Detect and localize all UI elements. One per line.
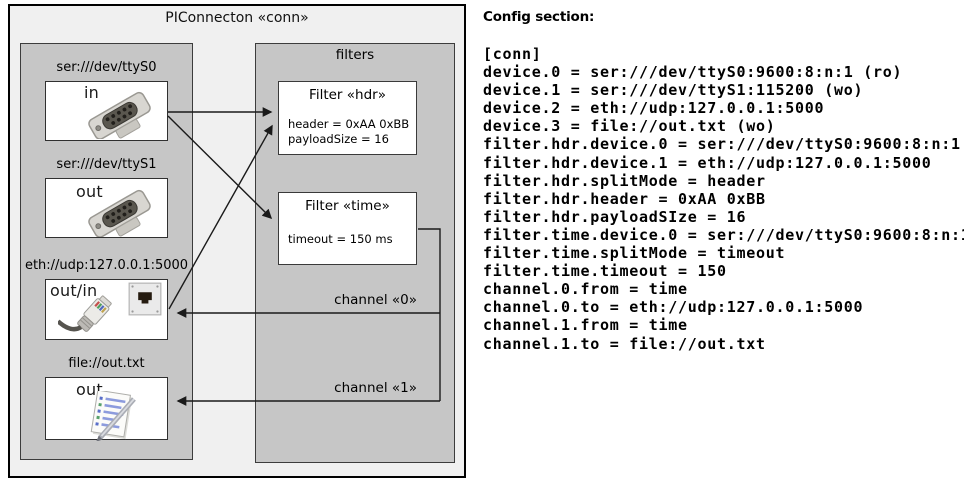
ethernet-connector-icon xyxy=(58,295,112,332)
rj45-plug xyxy=(58,295,112,332)
pen xyxy=(96,397,136,441)
device-box-file: out xyxy=(45,377,168,441)
diagram-title: PIConnecton «conn» xyxy=(165,10,309,26)
filter-properties: timeout = 150 ms xyxy=(288,232,393,247)
ethernet-jack-icon xyxy=(128,282,162,316)
device-label-eth: eth://udp:127.0.0.1:5000 xyxy=(24,258,189,273)
filter-box-hdr: Filter «hdr» header = 0xAA 0xBB payloadS… xyxy=(278,81,417,155)
filters-panel-title: filters xyxy=(335,47,375,63)
device-direction-label: out/in xyxy=(50,281,98,300)
device-label-ttys0: ser:///dev/ttyS0 xyxy=(56,60,157,75)
device-label-file: file://out.txt xyxy=(68,356,145,371)
filter-properties: header = 0xAA 0xBB payloadSize = 16 xyxy=(288,117,409,147)
config-section-heading: Config section: xyxy=(483,9,595,25)
device-box-ttys1: out xyxy=(45,178,168,238)
config-text: [conn] device.0 = ser:///dev/ttyS0:9600:… xyxy=(483,45,964,353)
device-direction-label: out xyxy=(76,380,103,399)
db9-connector xyxy=(88,189,151,237)
device-box-eth: out/in xyxy=(45,279,168,340)
filter-property: payloadSize = 16 xyxy=(288,132,389,146)
filter-box-time: Filter «time» timeout = 150 ms xyxy=(278,192,417,265)
channel-0-label: channel «0» xyxy=(334,292,417,308)
filter-title: Filter «hdr» xyxy=(309,87,386,103)
filter-property: timeout = 150 ms xyxy=(288,232,393,246)
device-box-ttys0: in xyxy=(45,81,168,141)
serial-connector-icon xyxy=(88,189,151,237)
filter-title: Filter «time» xyxy=(305,198,390,214)
notepad-icon xyxy=(90,391,136,441)
serial-connector-icon xyxy=(88,91,151,139)
device-direction-label: out xyxy=(76,182,103,201)
notepad-page xyxy=(90,391,133,440)
filter-property: header = 0xAA 0xBB xyxy=(288,117,410,131)
device-label-ttys1: ser:///dev/ttyS1 xyxy=(56,157,157,172)
channel-1-label: channel «1» xyxy=(334,380,417,396)
db9-connector xyxy=(88,91,151,139)
device-direction-label: in xyxy=(84,83,99,102)
